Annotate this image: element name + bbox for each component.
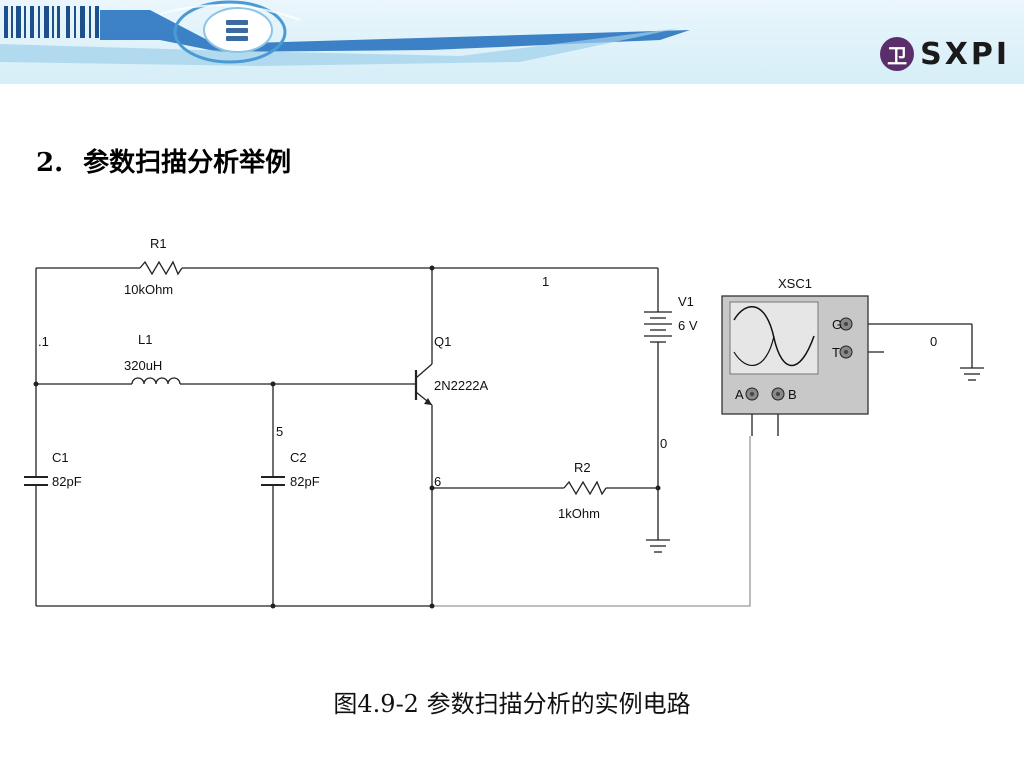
r1-resistor[interactable]	[139, 260, 183, 276]
c1-capacitor[interactable]	[24, 472, 48, 490]
v1-battery[interactable]	[644, 311, 672, 343]
node-1-label: 1	[542, 274, 549, 289]
xsc1-oscilloscope[interactable]	[721, 295, 869, 415]
scope-label-t: T	[832, 345, 840, 360]
r1-name: R1	[150, 236, 167, 251]
r2-value: 1kOhm	[558, 506, 600, 521]
section-title: 参数扫描分析举例	[83, 148, 292, 178]
c2-value: 82pF	[290, 474, 320, 489]
l1-name: L1	[138, 332, 152, 347]
sxpi-logo: 卫 SXPI	[880, 36, 1010, 72]
section-number: 2.	[36, 148, 64, 178]
xsc1-name: XSC1	[778, 276, 812, 291]
node-left-label: .1	[38, 334, 49, 349]
figure-caption: 图4.9-2 参数扫描分析的实例电路	[333, 690, 691, 718]
scope-label-a: A	[735, 387, 744, 402]
q1-name: Q1	[434, 334, 451, 349]
v1-name: V1	[678, 294, 694, 309]
node-5-label: 5	[276, 424, 283, 439]
c2-name: C2	[290, 450, 307, 465]
junction-dots	[33, 265, 661, 609]
header-banner: 卫 SXPI	[0, 0, 1024, 84]
c2-capacitor[interactable]	[261, 472, 285, 490]
node-0-supply-label: 0	[660, 436, 667, 451]
logo-text: SXPI	[920, 36, 1010, 72]
l1-inductor[interactable]	[131, 377, 181, 385]
wires	[35, 267, 973, 607]
node-0-scope-label: 0	[930, 334, 937, 349]
c1-name: C1	[52, 450, 69, 465]
r2-name: R2	[574, 460, 591, 475]
barcode-decoration	[4, 6, 99, 38]
logo-emblem-icon: 卫	[880, 37, 915, 71]
scope-a-wire	[432, 436, 751, 607]
scope-label-g: G	[832, 317, 842, 332]
r2-resistor[interactable]	[563, 480, 607, 496]
node-6-label: 6	[434, 474, 441, 489]
emblem-icon	[226, 20, 248, 41]
q1-transistor[interactable]	[414, 363, 433, 406]
scope-ground-icon	[960, 367, 984, 381]
c1-value: 82pF	[52, 474, 82, 489]
banner-swoosh	[100, 10, 690, 52]
scope-label-b: B	[788, 387, 797, 402]
ground-icon	[646, 539, 670, 553]
q1-value: 2N2222A	[434, 378, 489, 393]
banner-graphic	[0, 0, 690, 66]
section-heading: 2. 参数扫描分析举例	[36, 142, 291, 179]
r1-value: 10kOhm	[124, 282, 173, 297]
emblem-ring	[173, 0, 287, 64]
l1-value: 320uH	[124, 358, 162, 373]
v1-value: 6 V	[678, 318, 698, 333]
